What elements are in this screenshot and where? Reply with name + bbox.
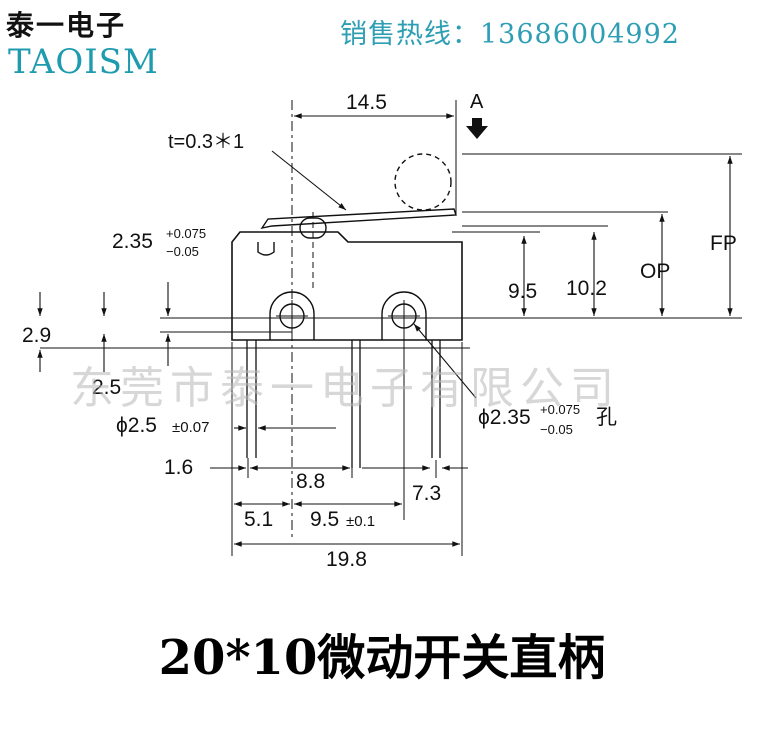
roller-outline xyxy=(394,153,452,211)
dim-2-35-tol-lower: −0.05 xyxy=(166,244,199,259)
pitch-tolerance: ±0.1 xyxy=(346,513,375,530)
dim-9-5-height: 9.5 xyxy=(508,280,537,303)
dim-7-3: 7.3 xyxy=(412,482,441,505)
dim-5-1: 5.1 xyxy=(244,508,273,531)
actuator-lever xyxy=(260,208,457,230)
dim-fp: FP xyxy=(710,232,737,255)
thickness-label: t=0.3＊1 xyxy=(168,131,244,153)
brand-name-chinese: 泰一电子 xyxy=(6,9,127,42)
dim-19-8: 19.8 xyxy=(326,548,367,571)
pin-diameter: ϕ2.5 xyxy=(116,414,157,437)
dim-10-2: 10.2 xyxy=(566,277,607,300)
dim-2-5: 2.5 xyxy=(92,376,121,399)
hole-suffix: 孔 xyxy=(596,406,617,429)
product-caption: 20*10微动开关直柄 xyxy=(158,630,606,686)
pin-boss-right xyxy=(381,291,427,340)
view-arrow-a xyxy=(466,118,488,139)
dim-2-35-tol-upper: +0.075 xyxy=(166,226,206,241)
dim-2-9: 2.9 xyxy=(22,324,51,347)
company-watermark: 东莞市泰一电子有限公司 xyxy=(70,363,620,414)
pin-tolerance: ±0.07 xyxy=(172,419,209,436)
hole-diameter: ϕ2.35 xyxy=(478,406,531,429)
dim-2-35: 2.35 xyxy=(112,230,153,253)
dim-op: OP xyxy=(640,260,670,283)
switch-body xyxy=(231,231,463,341)
dim-1-6: 1.6 xyxy=(164,456,193,479)
dimension-drawing: A t=0.3＊1 14.5 2.35 +0.075 −0.05 9.5 10.… xyxy=(22,91,742,571)
view-label: A xyxy=(470,91,484,113)
dim-8-8: 8.8 xyxy=(296,470,325,493)
hole-tol-upper: +0.075 xyxy=(540,402,580,417)
hole-tol-lower: −0.05 xyxy=(540,422,573,437)
terminal-right xyxy=(431,340,441,458)
brand-name-english: TAOISM xyxy=(8,42,159,82)
dim-14-5: 14.5 xyxy=(346,91,387,114)
sales-hotline: 销售热线：13686004992 xyxy=(340,19,680,50)
dim-9-5-pitch: 9.5 xyxy=(310,508,339,531)
terminal-left xyxy=(246,340,257,458)
